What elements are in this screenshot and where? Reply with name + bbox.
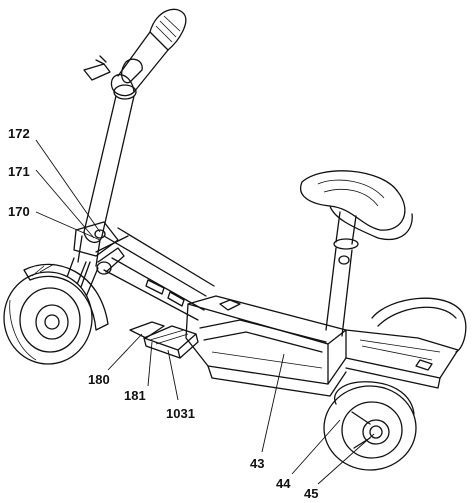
rear-wheel-near bbox=[323, 381, 417, 471]
label-181: 181 bbox=[124, 388, 146, 403]
handlebar bbox=[83, 8, 187, 100]
foot-pedal bbox=[129, 321, 199, 359]
callout-labels: 172 171 170 180 181 1031 43 44 45 bbox=[8, 126, 318, 501]
seat-assembly bbox=[300, 170, 413, 337]
label-43: 43 bbox=[250, 456, 264, 471]
label-180: 180 bbox=[88, 372, 110, 387]
label-172: 172 bbox=[8, 126, 30, 141]
fold-mechanism bbox=[73, 221, 129, 275]
label-171: 171 bbox=[8, 164, 30, 179]
label-45: 45 bbox=[304, 486, 318, 501]
main-beam bbox=[103, 227, 215, 321]
front-wheel bbox=[3, 263, 109, 365]
leader-lines bbox=[35, 139, 375, 485]
label-170: 170 bbox=[8, 204, 30, 219]
label-44: 44 bbox=[276, 476, 291, 491]
rear-wheel-far bbox=[371, 297, 467, 353]
label-1031: 1031 bbox=[166, 406, 195, 421]
